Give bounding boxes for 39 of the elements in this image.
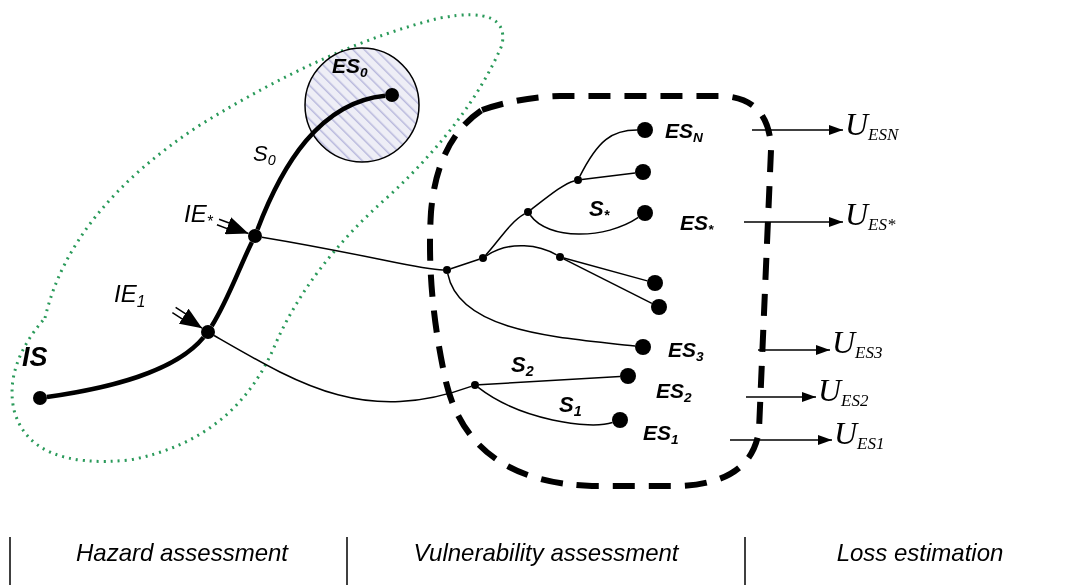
state-label: ES$_{2}$ <box>656 380 692 405</box>
branch-line <box>478 375 621 386</box>
arrow <box>745 392 817 402</box>
section-label: Hazard assessment <box>74 540 290 567</box>
arrow <box>743 217 844 227</box>
branch-line <box>213 334 472 403</box>
branch-line <box>530 180 575 211</box>
state-label: ES$_{0}$ <box>332 55 368 80</box>
state-label: IS <box>22 344 48 371</box>
branch-line <box>255 93 386 231</box>
section-label: Vulnerability assessment <box>412 540 680 567</box>
branch-line <box>485 213 526 256</box>
double-arrow <box>171 306 203 329</box>
edge-label: S$_{2}$ <box>510 354 535 379</box>
state-label: ES$_{*}$ <box>680 212 714 237</box>
arrow <box>751 125 844 135</box>
branch-line <box>209 241 254 328</box>
double-arrow <box>216 217 250 235</box>
arrow <box>757 345 831 355</box>
state-label: ES$_{N}$ <box>665 120 703 145</box>
edge-label: S$_{0}$ <box>252 143 277 168</box>
branch-line <box>485 244 558 257</box>
state-label: ES$_{1}$ <box>643 422 679 447</box>
edge-label: S$_{1}$ <box>558 394 583 419</box>
branch-line <box>477 386 614 426</box>
branch-line <box>581 172 636 181</box>
branch-line <box>450 258 480 270</box>
branch-line <box>261 236 444 271</box>
event-label: IE$_{*}$ <box>184 202 213 230</box>
branch-line <box>562 258 653 305</box>
branch-line <box>579 129 638 178</box>
event-label: IE$_{1}$ <box>114 282 146 310</box>
branch-line <box>46 335 206 400</box>
branch-line <box>447 273 636 347</box>
branch-line <box>563 257 649 282</box>
arrow <box>729 435 833 445</box>
state-label: ES$_{3}$ <box>668 339 704 364</box>
branch-line <box>529 214 640 235</box>
section-label: Loss estimation <box>835 540 1005 567</box>
